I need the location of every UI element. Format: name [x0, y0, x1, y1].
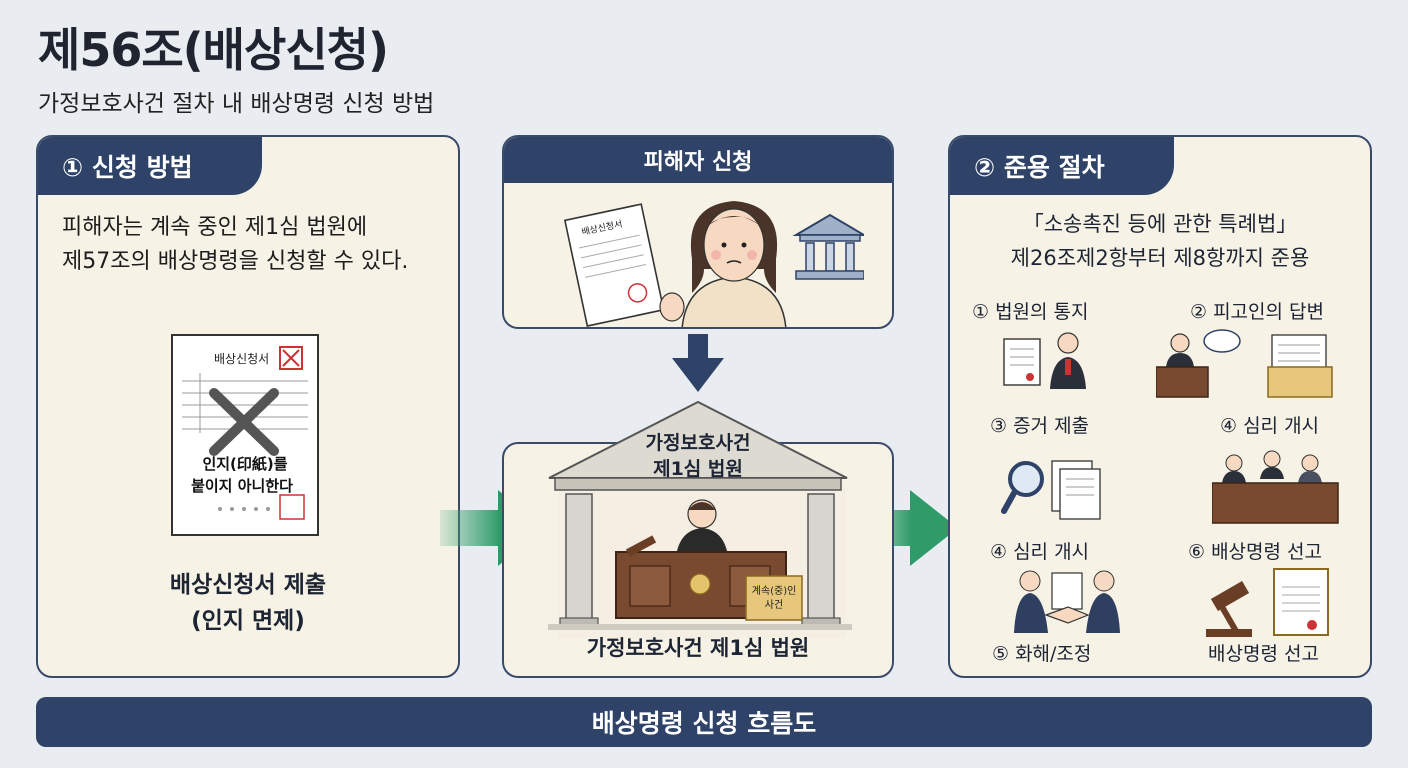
step-order-final: 배상명령 선고	[1208, 643, 1319, 665]
handshake-icon	[1014, 570, 1120, 633]
down-arrow	[672, 334, 724, 392]
courthouse-illustration: 계속(중)인 사건	[548, 488, 852, 638]
method-caption-line-2: (인지 면제)	[191, 608, 305, 634]
method-desc-line-2: 제57조의 배상명령을 신청할 수 있다.	[62, 249, 409, 274]
document-presenter-icon	[1003, 332, 1086, 389]
form-stamp-line-2: 붙이지 아니한다	[191, 477, 293, 495]
court-roof-line-2: 제1심 법원	[653, 458, 743, 480]
court-roof-line-1: 가정보호사건	[645, 432, 751, 454]
form-title: 배상신청서	[214, 352, 269, 366]
method-caption: 배상신청서 제출 (인지 면제)	[38, 567, 458, 639]
method-caption-line-1: 배상신청서 제출	[169, 572, 327, 598]
step-settlement: ⑤ 화해/조정	[992, 643, 1092, 665]
panel-victim-application: 피해자 신청 배상신청서	[502, 135, 894, 329]
form-stamp-line-1: 인지(印紙)를	[202, 455, 287, 473]
court-roof-title: 가정보호사건 제1심 법원	[545, 430, 851, 482]
step-evidence: ③ 증거 제출	[990, 415, 1090, 437]
panel-application-method: ① 신청 방법 피해자는 계속 중인 제1심 법원에 제57조의 배상명령을 신…	[36, 135, 460, 678]
court-caption: 가정보호사건 제1심 법원	[586, 636, 810, 660]
application-form-illustration: 배상신청서 인지(印紙)를 붙이지 아니한다	[171, 334, 319, 536]
page-title: 제56조(배상신청)	[38, 23, 389, 77]
defendant-answer-icon	[1156, 329, 1333, 398]
flow-banner: 배상명령 신청 흐름도	[36, 697, 1372, 747]
step-hearing-open-1: ④ 심리 개시	[1220, 415, 1320, 437]
step-court-notice: ① 법원의 통지	[972, 301, 1089, 323]
panel-procedure: ② 준용 절차 「소송촉진 등에 관한 특례법」 제26조제2항부터 제8항까지…	[948, 135, 1372, 678]
hearing-panel-icon	[1212, 450, 1339, 524]
step-hearing-open-2: ④ 심리 개시	[990, 541, 1090, 563]
magnifier-documents-icon	[1001, 460, 1101, 520]
folder-text-1: 계속(중)인	[752, 585, 797, 597]
tab-procedure: ② 준용 절차	[950, 137, 1174, 195]
folder-text-2: 사건	[765, 599, 783, 611]
procedure-desc-line-2: 제26조제2항부터 제8항까지 준용	[1010, 246, 1310, 270]
gavel-certificate-icon	[1206, 568, 1329, 637]
method-desc-line-1: 피해자는 계속 중인 제1심 법원에	[62, 215, 368, 240]
page-subtitle: 가정보호사건 절차 내 배상명령 신청 방법	[38, 91, 435, 117]
procedure-description: 「소송촉진 등에 관한 특례법」 제26조제2항부터 제8항까지 준용	[950, 207, 1370, 275]
procedure-desc-line-1: 「소송촉진 등에 관한 특례법」	[1022, 212, 1298, 236]
step-order-pronounce: ⑥ 배상명령 선고	[1188, 541, 1322, 563]
method-description: 피해자는 계속 중인 제1심 법원에 제57조의 배상명령을 신청할 수 있다.	[62, 211, 408, 279]
court-roof	[548, 400, 848, 491]
victim-illustration: 배상신청서	[564, 201, 864, 327]
tab-application-method: ① 신청 방법	[38, 137, 262, 195]
step-defendant-answer: ② 피고인의 답변	[1190, 301, 1324, 323]
tab-victim-application: 피해자 신청	[504, 137, 892, 183]
